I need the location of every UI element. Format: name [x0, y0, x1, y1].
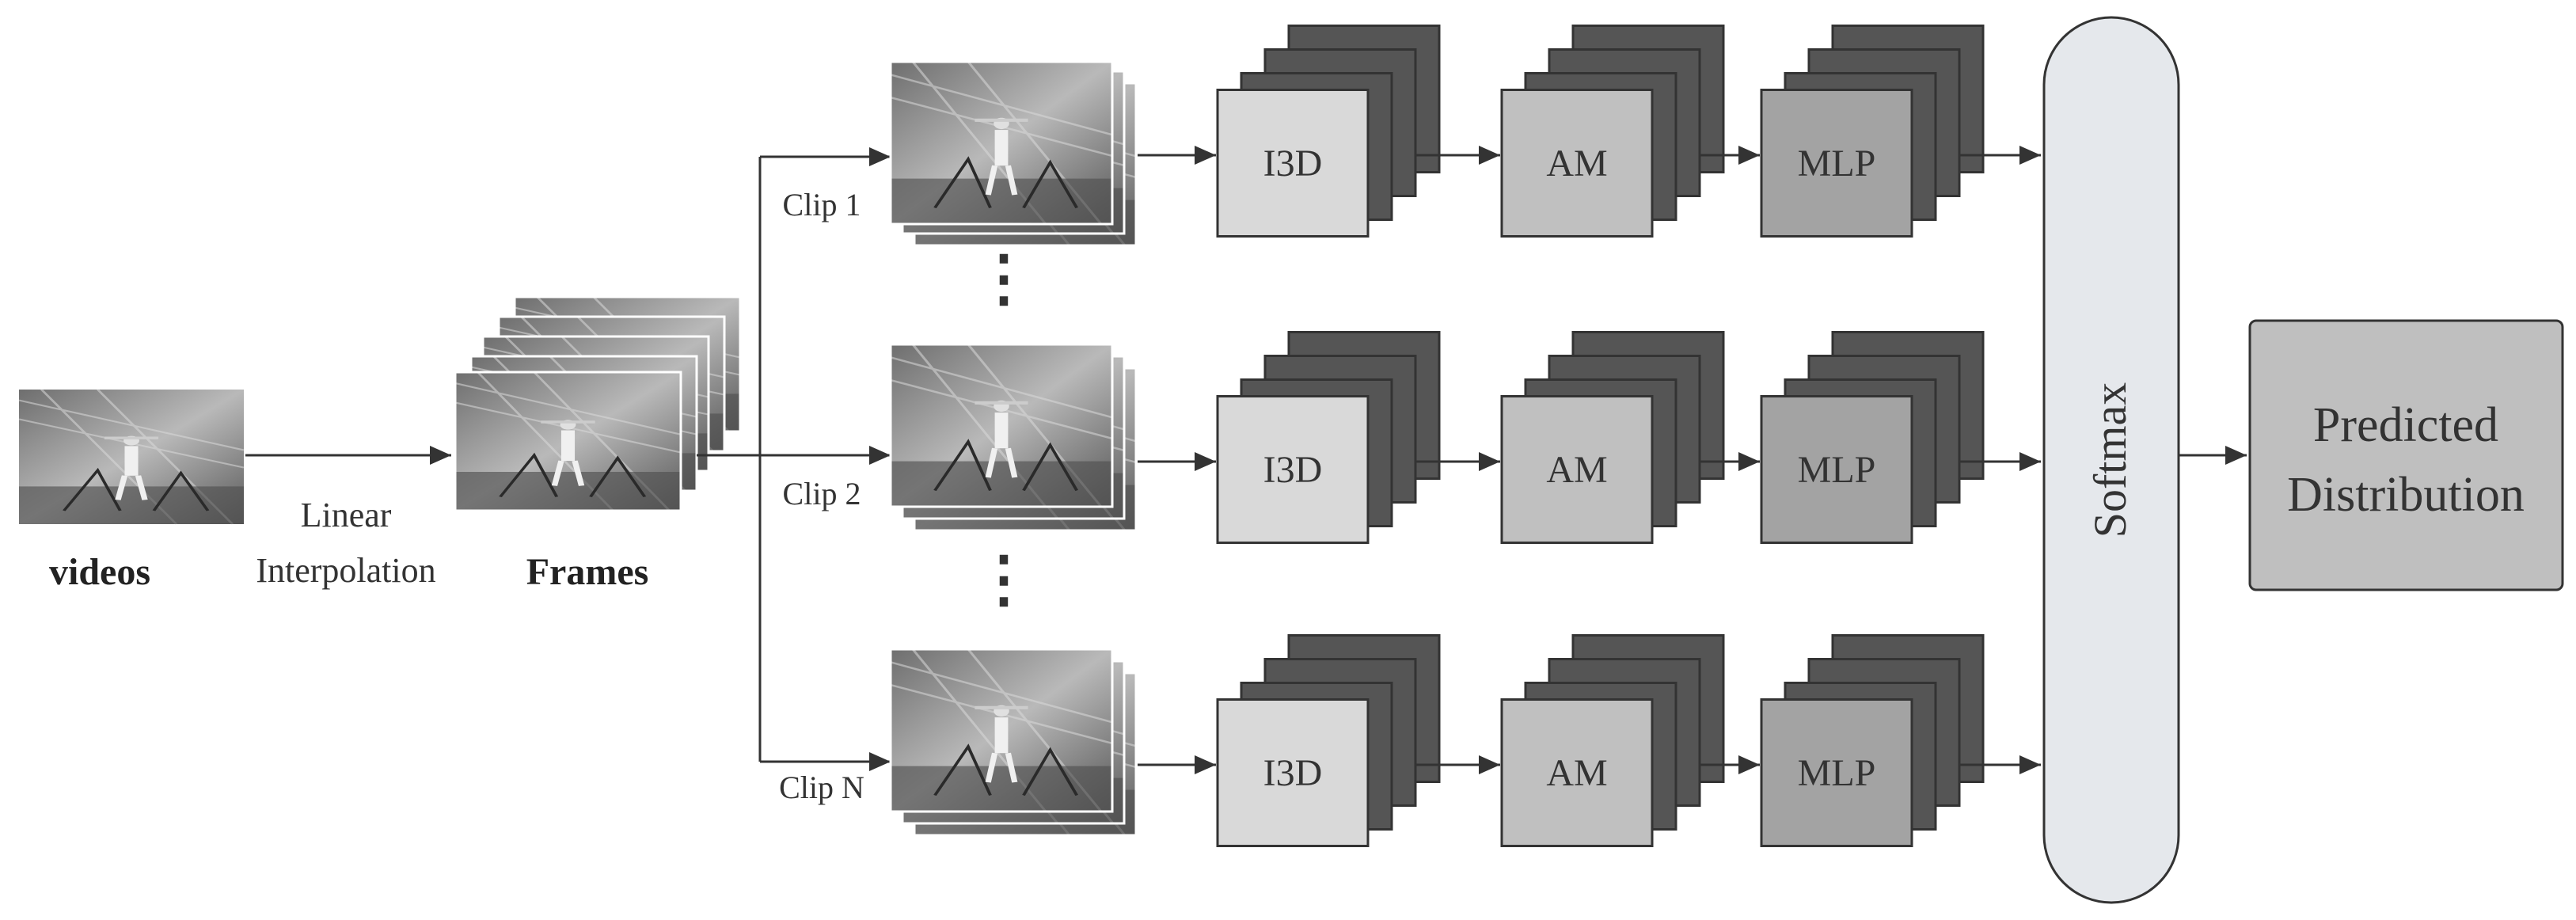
am-label: AM [1546, 143, 1607, 184]
am-block-row-1: AM [1500, 25, 1725, 238]
mlp-block-row-1: MLP [1760, 25, 1985, 238]
ellipsis-icon: ⋮ [973, 244, 1035, 313]
am-label: AM [1546, 752, 1607, 794]
i3d-block-row-n: I3D [1216, 634, 1441, 847]
video-frame-icon [19, 390, 244, 524]
clip-2-frames [891, 344, 1136, 530]
i3d-front-box [1216, 698, 1370, 847]
am-front-box [1500, 395, 1654, 544]
clip-row-n: Clip N [779, 649, 1136, 835]
am-front-box [1500, 698, 1654, 847]
am-label: AM [1546, 449, 1607, 491]
frames-stack [455, 297, 740, 511]
predicted-distribution-box [2248, 319, 2564, 591]
mlp-front-box [1760, 395, 1913, 544]
mlp-label: MLP [1798, 752, 1876, 794]
i3d-block-row-2: I3D [1216, 331, 1441, 544]
stages-layer: I3D AM MLP I3D AM MLP I3D AM MLP [1138, 25, 2041, 847]
clip-n-frames [891, 649, 1136, 835]
i3d-label: I3D [1263, 752, 1323, 794]
clip-row-1: Clip 1 [783, 62, 1136, 245]
am-front-box [1500, 89, 1654, 238]
i3d-label: I3D [1263, 143, 1323, 184]
output-label-line1: Predicted [2313, 398, 2498, 452]
clip-1-frames [891, 62, 1136, 245]
mlp-block-row-n: MLP [1760, 634, 1985, 847]
mlp-label: MLP [1798, 143, 1876, 184]
i3d-label: I3D [1263, 449, 1323, 491]
videos-label: videos [49, 551, 150, 593]
clip-frame-icon [891, 344, 1112, 507]
softmax-pill [2042, 16, 2180, 904]
interpolation-label-line2: Interpolation [256, 551, 435, 590]
branch-connector [697, 147, 891, 771]
mlp-block-row-2: MLP [1760, 331, 1985, 544]
i3d-front-box [1216, 395, 1370, 544]
output-label-line2: Distribution [2287, 468, 2525, 522]
am-block-row-2: AM [1500, 331, 1725, 544]
clip-2-label: Clip 2 [783, 476, 861, 511]
ellipsis-icon: ⋮ [973, 545, 1035, 614]
clip-1-label: Clip 1 [783, 187, 861, 222]
mlp-front-box [1760, 89, 1913, 238]
i3d-block-row-1: I3D [1216, 25, 1441, 238]
clip-frame-icon [891, 649, 1112, 812]
clip-frame-icon [891, 62, 1112, 224]
mlp-label: MLP [1798, 449, 1876, 491]
frames-label: Frames [526, 551, 649, 593]
clip-row-2: Clip 2 [783, 344, 1136, 530]
interpolation-label-line1: Linear [301, 496, 392, 534]
am-block-row-n: AM [1500, 634, 1725, 847]
clip-n-label: Clip N [779, 770, 864, 805]
softmax-label: Softmax [2084, 382, 2136, 538]
input-video [19, 390, 244, 524]
i3d-front-box [1216, 89, 1370, 238]
frame-icon [455, 372, 681, 511]
mlp-front-box [1760, 698, 1913, 847]
